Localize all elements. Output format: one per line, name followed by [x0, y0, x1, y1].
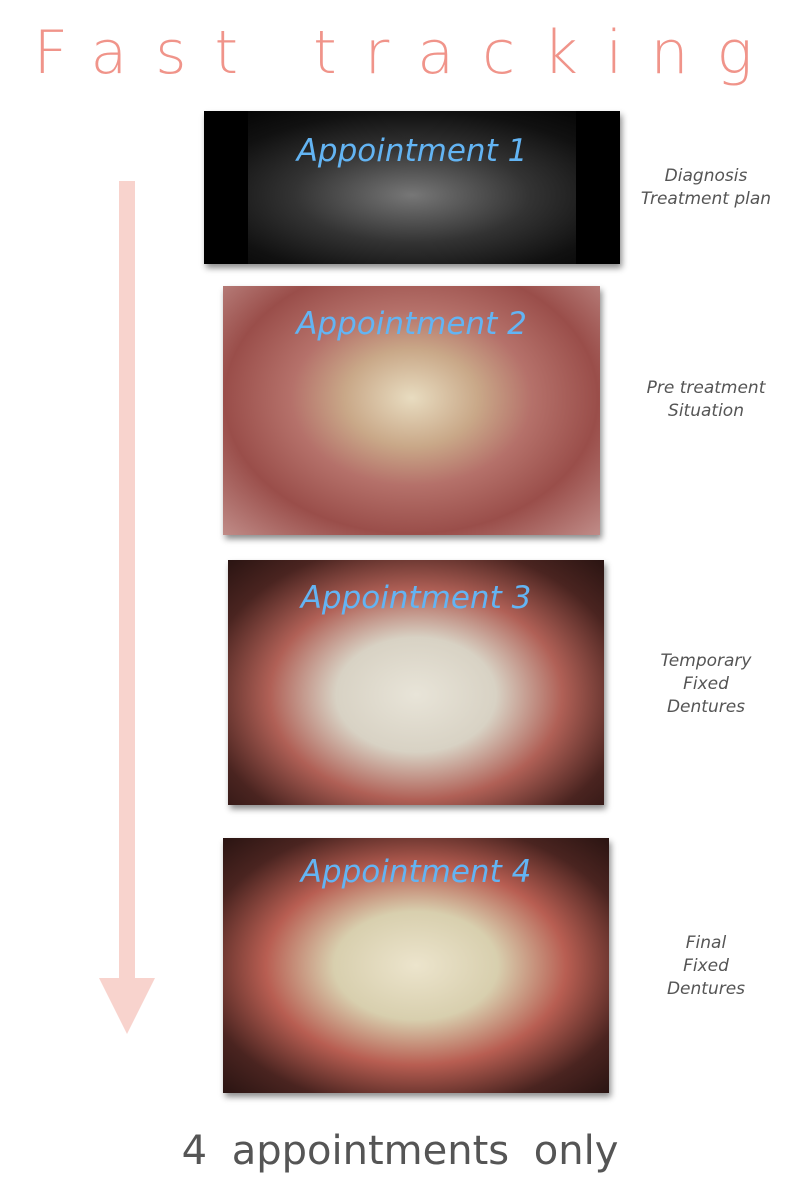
description-line: Temporary — [660, 651, 752, 671]
description-line: Diagnosis — [664, 166, 748, 186]
description-line: Situation — [668, 401, 744, 421]
xray-image: Appointment 1 — [204, 111, 620, 264]
footer-tagline: 4 appointments only — [181, 1128, 619, 1174]
page-title: Fast tracking — [33, 18, 781, 88]
timeline-arrow-shaft — [119, 181, 135, 981]
pre-treatment-photo: Appointment 2 — [223, 286, 600, 535]
temporary-dentures-photo: Appointment 3 — [228, 560, 604, 805]
appointment-label: Appointment 4 — [300, 854, 532, 890]
final-dentures-photo: Appointment 4 — [223, 838, 609, 1093]
description-line: Pre treatment — [646, 378, 766, 398]
description-line: Dentures — [666, 979, 746, 999]
step-description: Diagnosis Treatment plan — [621, 165, 791, 211]
appointment-label: Appointment 2 — [296, 306, 527, 342]
step-description: Final Fixed Dentures — [621, 932, 791, 1001]
step-description: Pre treatment Situation — [621, 377, 791, 423]
appointment-label: Appointment 1 — [296, 133, 528, 169]
appointment-label: Appointment 3 — [300, 580, 532, 616]
description-line: Dentures — [666, 697, 746, 717]
description-line: Fixed — [683, 956, 729, 976]
description-line: Treatment plan — [640, 189, 772, 209]
step-description: Temporary Fixed Dentures — [621, 650, 791, 719]
description-line: Final — [685, 933, 727, 953]
description-line: Fixed — [683, 674, 729, 694]
arrow-down-icon — [99, 978, 155, 1034]
